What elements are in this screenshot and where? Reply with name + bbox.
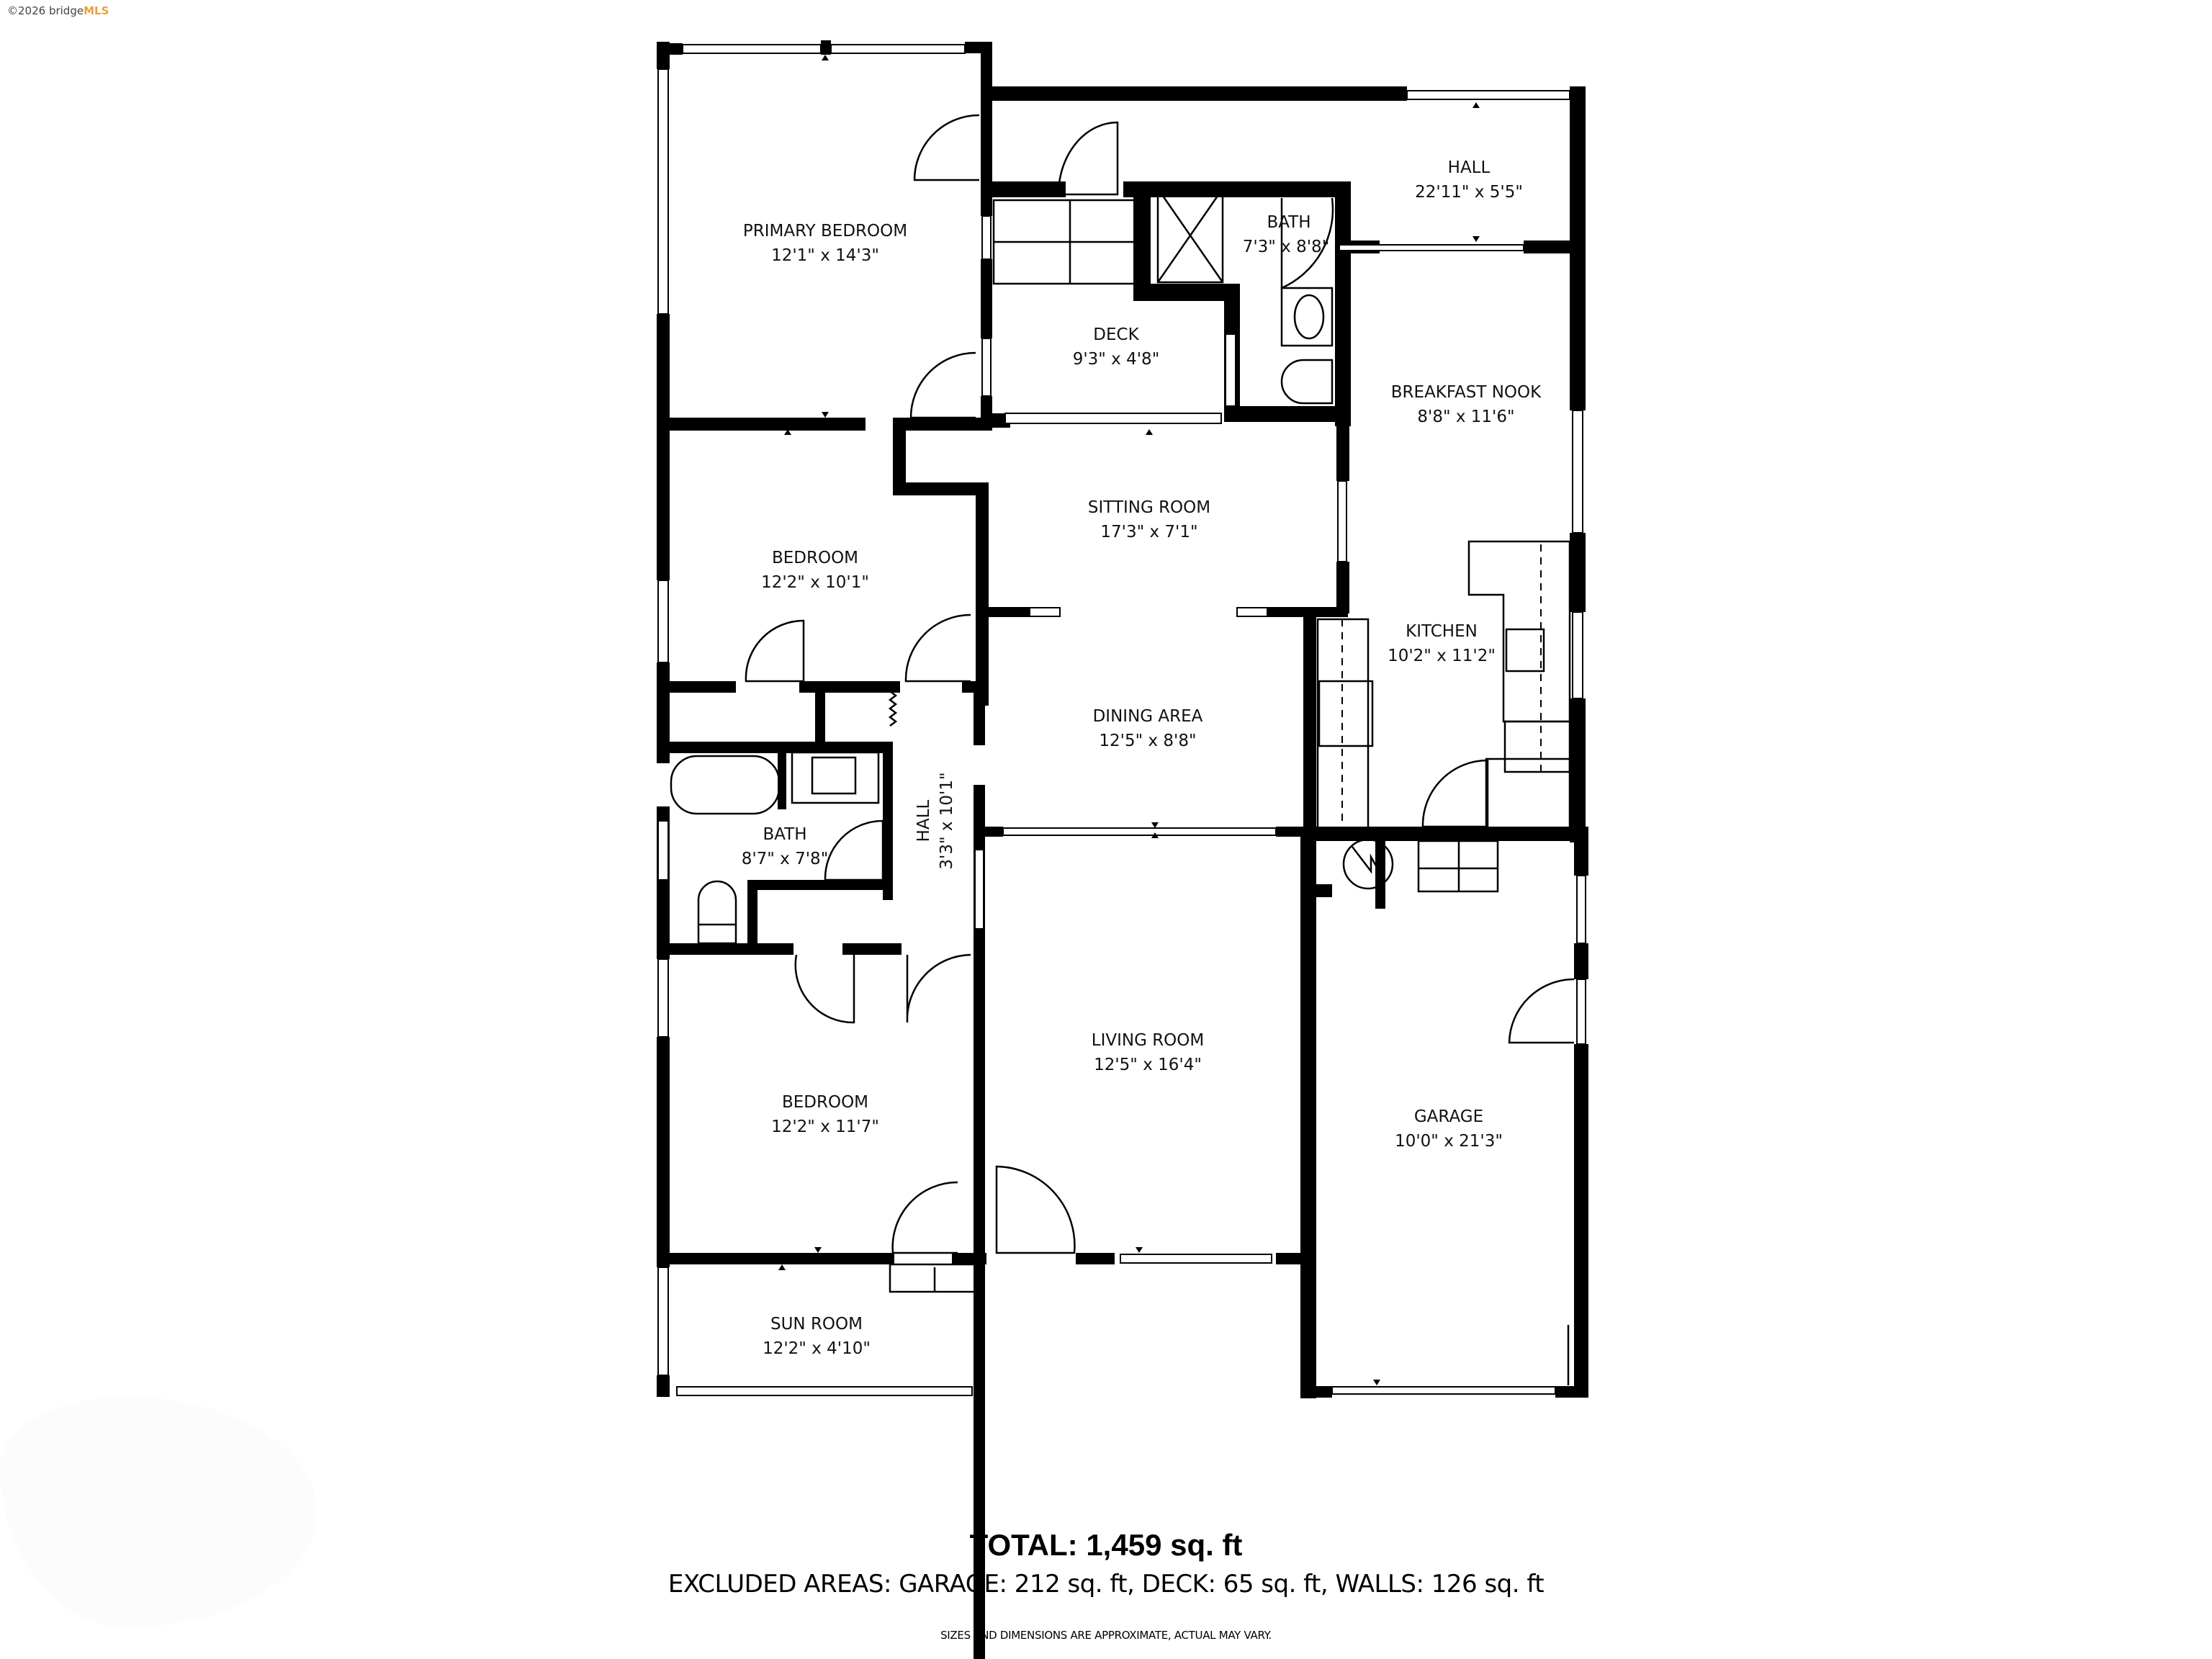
room-name-bath: BATH bbox=[763, 825, 806, 844]
stove-icon bbox=[1318, 680, 1374, 747]
faint-watermark-shape bbox=[0, 1397, 317, 1627]
watermark-copyright: ©2026 bridge bbox=[7, 4, 84, 17]
room-dims-living-room: 12'5" x 16'4" bbox=[1094, 1056, 1202, 1074]
dimension-markers bbox=[778, 55, 1480, 1385]
sink-icon bbox=[791, 751, 880, 804]
toilet-icon bbox=[1280, 359, 1334, 405]
total-area: TOTAL: 1,459 sq. ft bbox=[969, 1528, 1243, 1562]
disclaimer: SIZES AND DIMENSIONS ARE APPROXIMATE, AC… bbox=[940, 1629, 1272, 1642]
room-name-sitting-room: SITTING ROOM bbox=[1088, 498, 1210, 517]
room-name-dining-area: DINING AREA bbox=[1093, 707, 1203, 726]
room-dims-hall: 22'11" x 5'5" bbox=[1415, 183, 1523, 202]
room-dims-dining-area: 12'5" x 8'8" bbox=[1099, 732, 1196, 750]
fridge-icon bbox=[1485, 757, 1571, 830]
room-name-sun-room: SUN ROOM bbox=[770, 1315, 863, 1334]
room-name-bedroom: BEDROOM bbox=[772, 549, 858, 567]
room-dims-hall: 3'3" x 10'1" bbox=[938, 772, 956, 869]
room-dims-garage: 10'0" x 21'3" bbox=[1395, 1132, 1503, 1151]
room-dims-bath: 7'3" x 8'8" bbox=[1243, 238, 1330, 256]
room-name-hall: HALL bbox=[914, 799, 933, 842]
sink-icon bbox=[1280, 287, 1334, 347]
room-labels: PRIMARY BEDROOM 12'1" x 14'3" HALL 22'11… bbox=[742, 158, 1542, 1358]
toilet-icon bbox=[697, 880, 737, 945]
water-heater-icon bbox=[1342, 838, 1394, 890]
room-name-hall: HALL bbox=[1448, 158, 1491, 177]
room-name-deck: DECK bbox=[1093, 325, 1139, 344]
room-name-kitchen: KITCHEN bbox=[1406, 622, 1478, 641]
room-dims-primary-bedroom: 12'1" x 14'3" bbox=[771, 246, 879, 265]
room-dims-deck: 9'3" x 4'8" bbox=[1073, 350, 1160, 369]
excluded-areas: EXCLUDED AREAS: GARAGE: 212 sq. ft, DECK… bbox=[667, 1570, 1545, 1599]
shower-icon bbox=[1156, 187, 1224, 284]
watermark-brand: MLS bbox=[84, 4, 109, 17]
closet-rod bbox=[888, 691, 898, 727]
sink-icon bbox=[1505, 628, 1545, 673]
room-name-breakfast-nook: BREAKFAST NOOK bbox=[1391, 383, 1542, 402]
walls bbox=[657, 40, 1588, 1659]
room-name-bath: BATH bbox=[1267, 213, 1310, 232]
room-name-bedroom: BEDROOM bbox=[782, 1093, 868, 1112]
counter bbox=[1467, 540, 1571, 723]
room-dims-bath: 8'7" x 7'8" bbox=[742, 850, 829, 868]
room-dims-kitchen: 10'2" x 11'2" bbox=[1388, 647, 1496, 665]
room-dims-bedroom: 12'2" x 11'7" bbox=[771, 1118, 879, 1136]
room-name-primary-bedroom: PRIMARY BEDROOM bbox=[743, 222, 907, 240]
room-dims-sitting-room: 17'3" x 7'1" bbox=[1100, 523, 1197, 541]
windows bbox=[657, 44, 1586, 1396]
room-dims-bedroom: 12'2" x 10'1" bbox=[761, 573, 869, 592]
room-dims-sun-room: 12'2" x 4'10" bbox=[763, 1339, 871, 1358]
fixtures bbox=[670, 187, 1571, 1385]
room-name-garage: GARAGE bbox=[1414, 1107, 1483, 1126]
doors bbox=[745, 114, 1575, 1254]
room-dims-breakfast-nook: 8'8" x 11'6" bbox=[1417, 408, 1514, 426]
bridgemls-watermark: ©2026 bridgeMLS bbox=[7, 4, 109, 17]
bathtub-icon bbox=[670, 755, 781, 815]
room-name-living-room: LIVING ROOM bbox=[1092, 1031, 1205, 1050]
